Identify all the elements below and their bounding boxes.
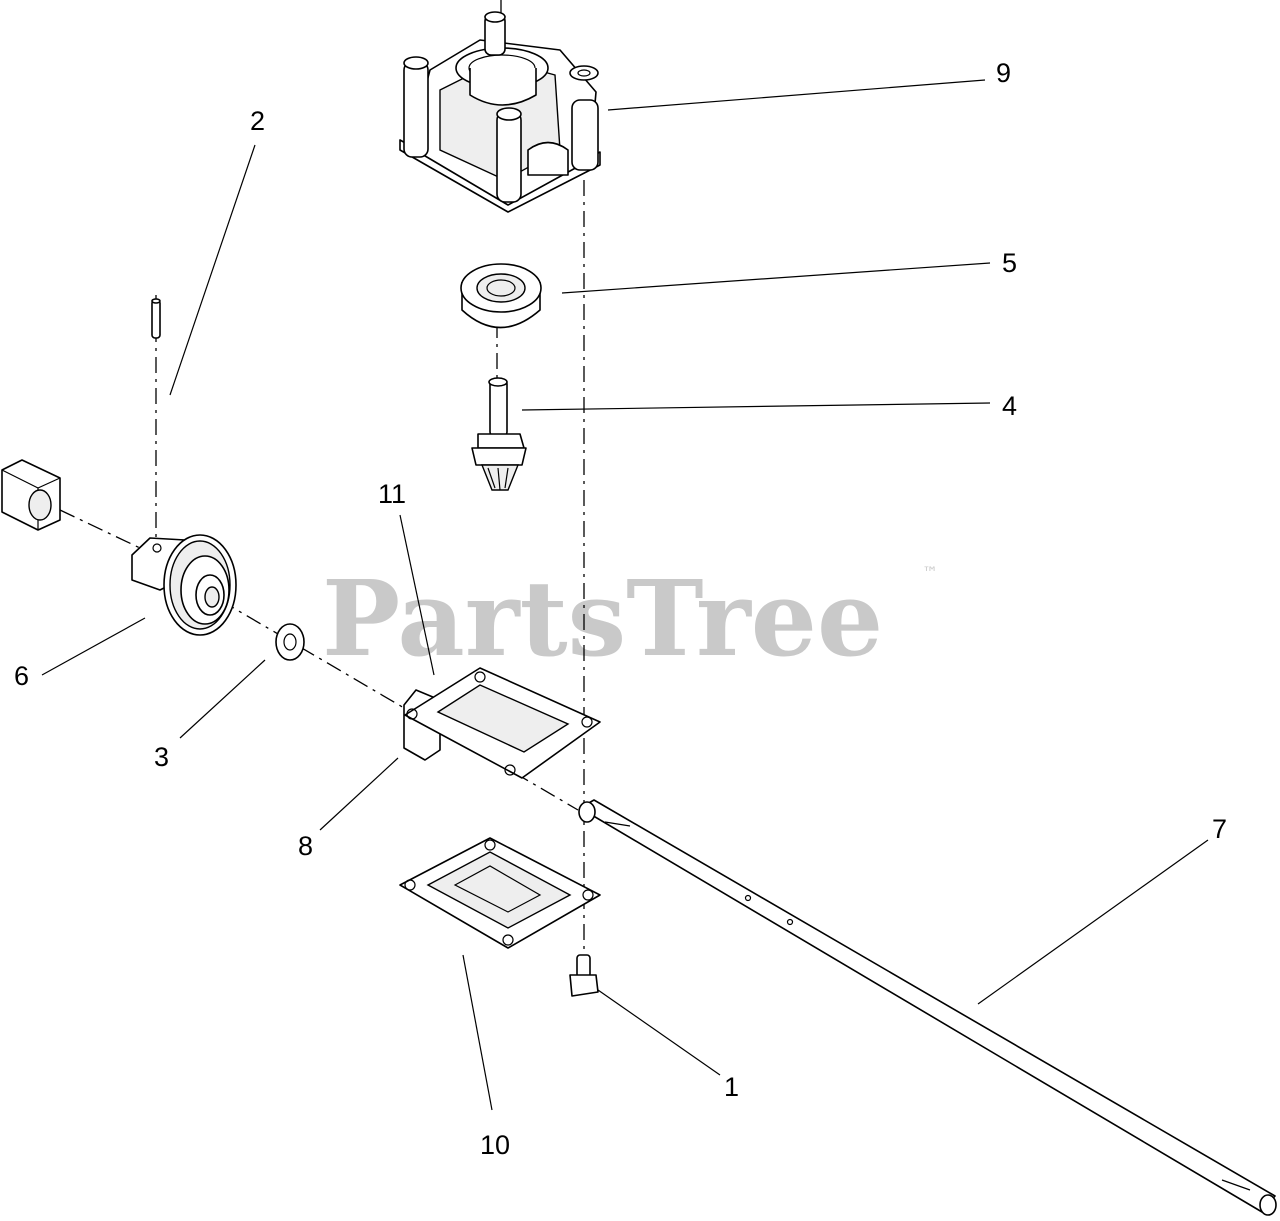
part-9-gear-case xyxy=(399,11,601,213)
part-1-bolt xyxy=(569,954,599,997)
part-6-gear xyxy=(131,534,237,636)
watermark-text: PartsTree xyxy=(322,557,883,680)
callout-4: 4 xyxy=(1002,391,1017,421)
callout-10: 10 xyxy=(480,1130,510,1160)
callout-5: 5 xyxy=(1002,248,1017,278)
part-5-bearing xyxy=(460,263,542,329)
part-3-washer xyxy=(275,623,305,661)
callout-2: 2 xyxy=(250,106,265,136)
leader-lines xyxy=(41,79,1209,1111)
part-8-11-base-plate xyxy=(403,667,601,779)
part-7-shaft xyxy=(578,799,1277,1216)
callout-9: 9 xyxy=(996,58,1011,88)
callout-1: 1 xyxy=(724,1072,739,1102)
callout-6: 6 xyxy=(14,661,29,691)
part-10-lower-cover xyxy=(399,837,601,949)
callout-8: 8 xyxy=(298,831,313,861)
callout-7: 7 xyxy=(1212,814,1227,844)
part-2-roll-pin xyxy=(151,298,161,339)
spacer-bushing xyxy=(1,459,61,531)
callout-11: 11 xyxy=(378,479,406,509)
watermark-trademark: ™ xyxy=(922,563,938,582)
callout-labels: 9 2 5 4 11 6 3 7 8 1 10 xyxy=(14,58,1227,1160)
part-4-pinion-shaft xyxy=(471,377,527,491)
callout-3: 3 xyxy=(154,742,169,772)
